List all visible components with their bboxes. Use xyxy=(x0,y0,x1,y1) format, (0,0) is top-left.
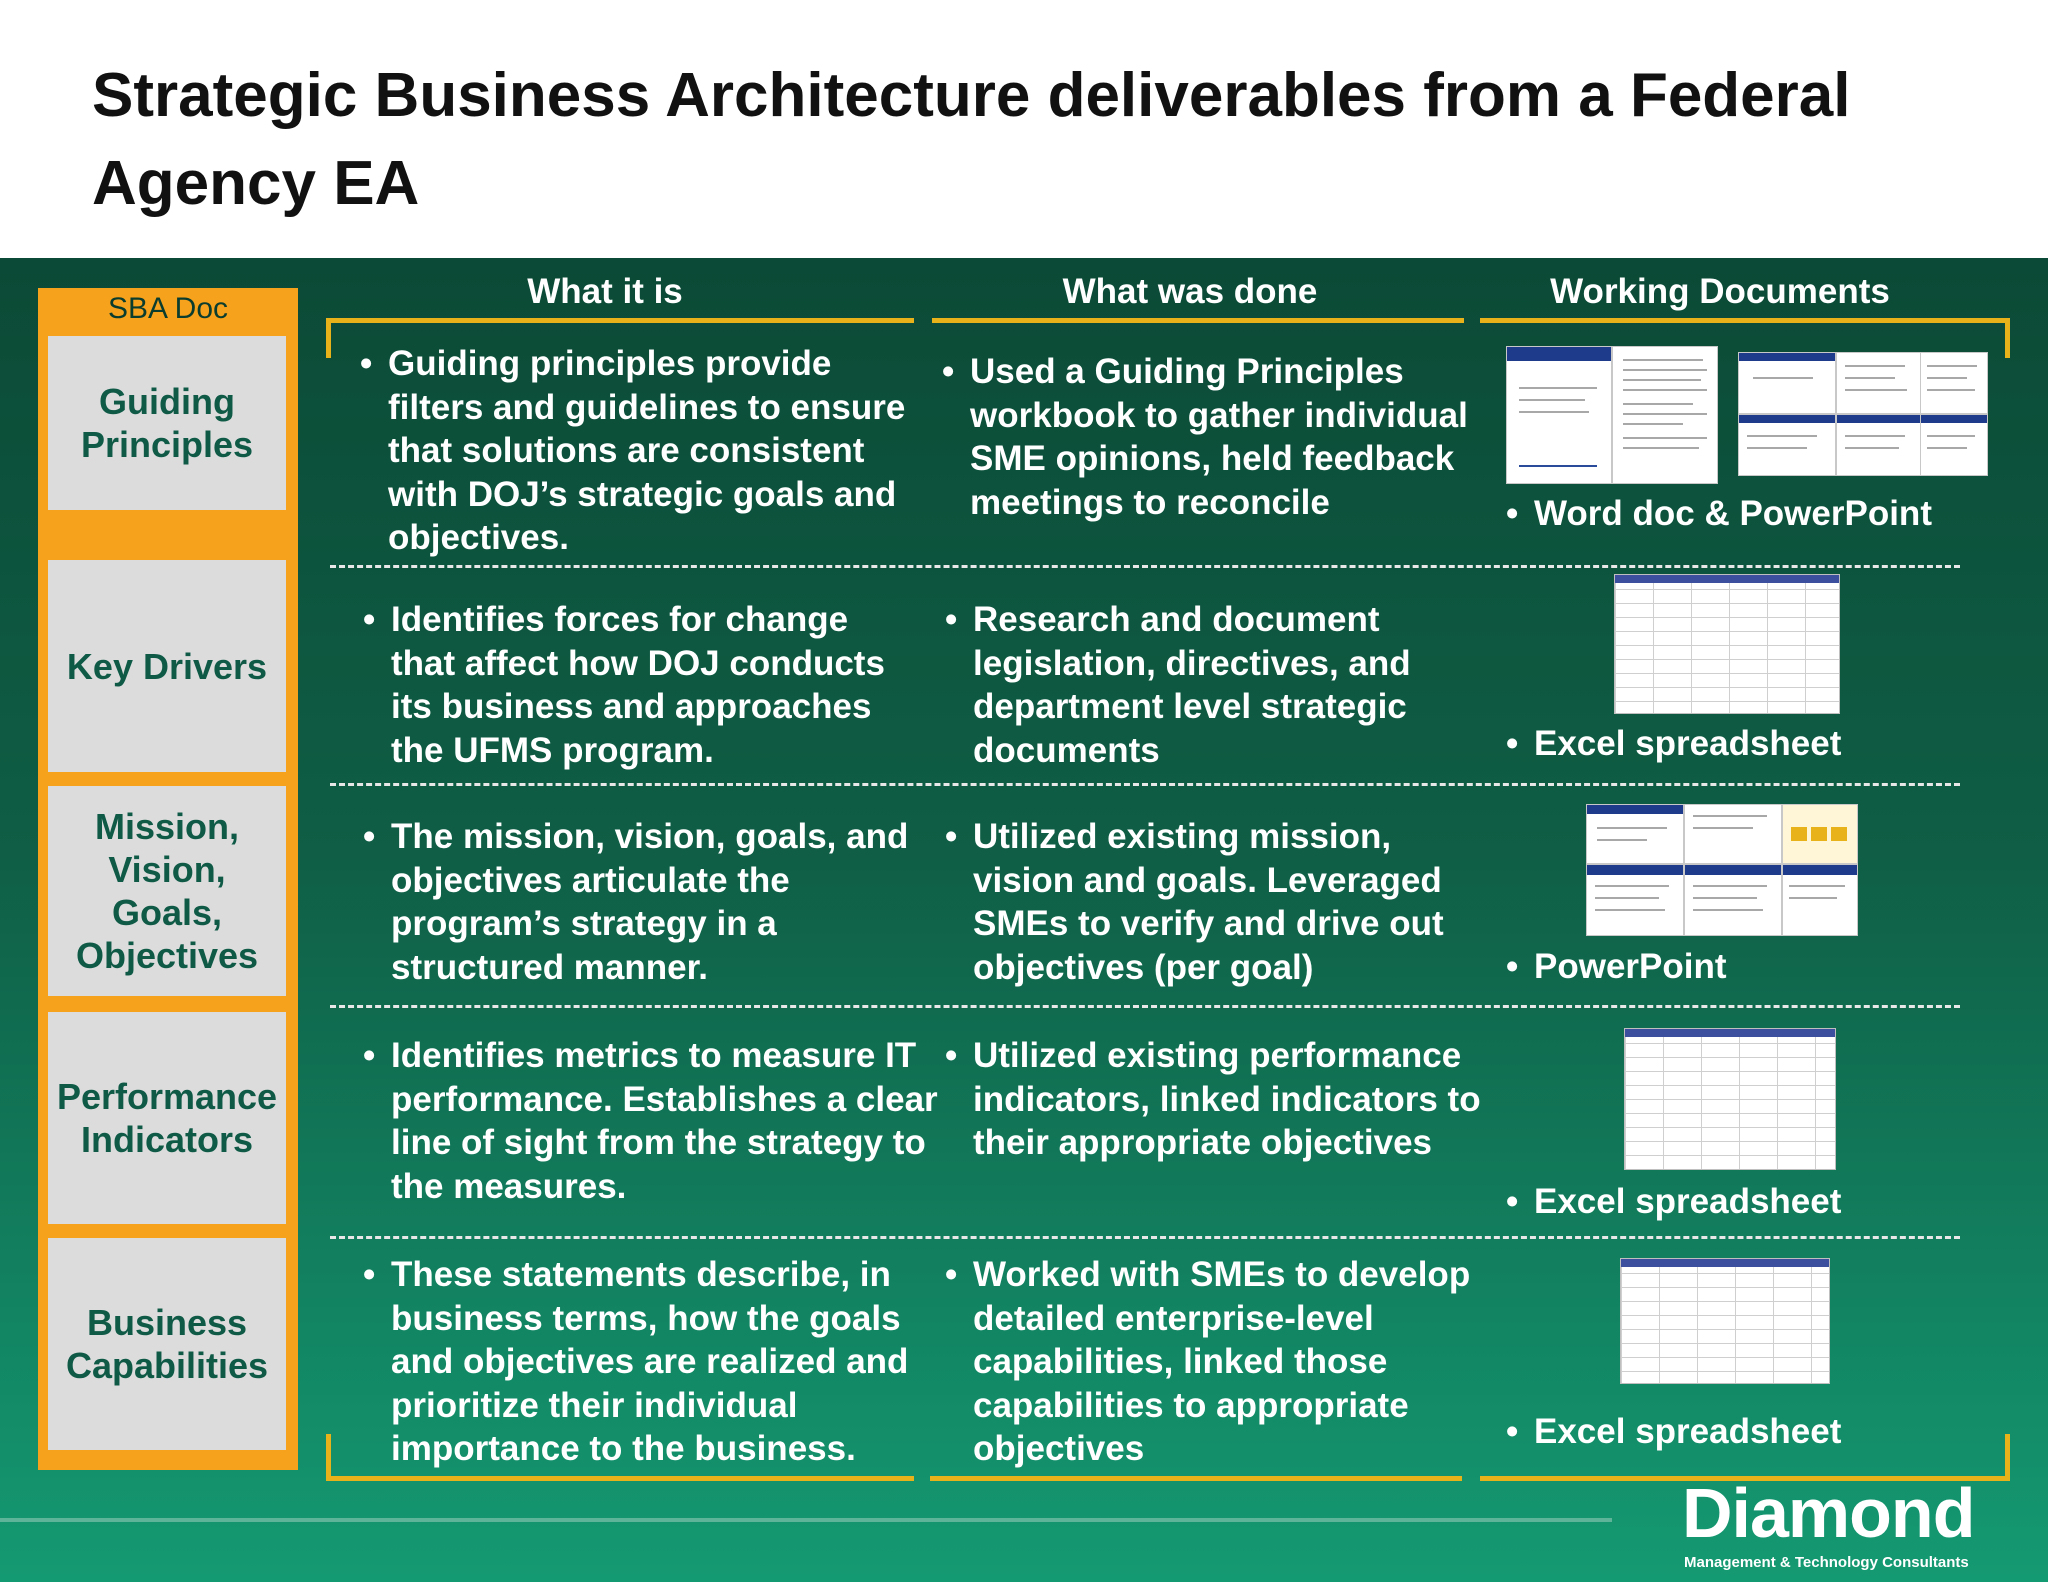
bullet: • xyxy=(360,344,373,383)
sba-item-guiding-principles: Guiding Principles xyxy=(48,336,286,510)
bullet: • xyxy=(363,817,376,856)
column-header-what-was-done: What was done xyxy=(1062,272,1318,311)
slide-thumbnail xyxy=(1738,352,1836,414)
word-doc-thumbnail xyxy=(1612,346,1718,484)
row-1-working-document: • Word doc & PowerPoint xyxy=(1506,492,2004,536)
row-5-what-was-done: • Worked with SMEs to develop detailed e… xyxy=(945,1255,1471,1468)
row-5-working-document: • Excel spreadsheet xyxy=(1506,1410,2004,1454)
slide-thumbnail xyxy=(1684,804,1782,864)
row-3-what-was-done: • Utilized existing mission, vision and … xyxy=(945,817,1444,987)
sba-item-mission-vision: Mission, Vision, Goals, Objectives xyxy=(48,786,286,996)
slide-thumbnail xyxy=(1586,804,1684,864)
slide-thumbnail xyxy=(1782,804,1858,864)
row-4-working-document: • Excel spreadsheet xyxy=(1506,1180,2004,1224)
row-divider xyxy=(330,1005,1960,1008)
row-divider xyxy=(330,1236,1960,1239)
logo-tagline: Management & Technology Consultants xyxy=(1684,1554,1969,1571)
row-2-working-document: • Excel spreadsheet xyxy=(1506,722,2004,766)
bullet: • xyxy=(363,600,376,639)
bullet: • xyxy=(1506,1412,1519,1451)
row-divider xyxy=(330,565,1960,568)
word-doc-thumbnail xyxy=(1506,346,1612,484)
excel-spreadsheet-thumbnail xyxy=(1624,1028,1836,1170)
slide-thumbnail xyxy=(1920,352,1988,414)
excel-spreadsheet-thumbnail xyxy=(1620,1258,1830,1384)
slide-thumbnail xyxy=(1782,864,1858,936)
bullet: • xyxy=(363,1255,376,1294)
row-divider xyxy=(330,783,1960,786)
sba-item-business-capabilities: Business Capabilities xyxy=(48,1238,286,1450)
bracket-bottom-what-was-done xyxy=(930,1476,1462,1481)
row-2-what-was-done: • Research and document legislation, dir… xyxy=(945,600,1411,770)
bullet: • xyxy=(363,1036,376,1075)
sba-doc-column: SBA Doc Guiding Principles Key Drivers M… xyxy=(38,288,298,1470)
bullet: • xyxy=(945,1036,958,1075)
bracket-top-what-was-done xyxy=(932,318,1464,323)
row-5-what-it-is: • These statements describe, in business… xyxy=(363,1255,909,1468)
row-3-what-it-is: • The mission, vision, goals, and object… xyxy=(363,817,909,987)
column-header-what-it-is: What it is xyxy=(527,272,683,311)
bullet: • xyxy=(1506,947,1519,986)
row-1-what-was-done: • Used a Guiding Principles workbook to … xyxy=(942,352,1468,522)
sba-item-performance-indicators: Performance Indicators xyxy=(48,1012,286,1224)
row-3-working-document: • PowerPoint xyxy=(1506,945,2004,989)
page-title: Strategic Business Architecture delivera… xyxy=(92,61,1851,218)
slide-thumbnail xyxy=(1836,352,1922,414)
sba-doc-header: SBA Doc xyxy=(107,292,229,325)
diamond-logo: Diamond xyxy=(1682,1474,1975,1552)
slide-thumbnail xyxy=(1836,414,1922,476)
bullet: • xyxy=(1506,1182,1519,1221)
slide-thumbnail xyxy=(1738,414,1836,476)
bullet: • xyxy=(1506,724,1519,763)
slide-thumbnail xyxy=(1586,864,1684,936)
footer-rule xyxy=(0,1518,1612,1522)
bullet: • xyxy=(1506,494,1519,533)
slide-thumbnail xyxy=(1684,864,1782,936)
bullet: • xyxy=(945,600,958,639)
row-4-what-was-done: • Utilized existing performance indicato… xyxy=(945,1036,1481,1162)
slide-thumbnail xyxy=(1920,414,1988,476)
bullet: • xyxy=(942,352,955,391)
row-2-what-it-is: • Identifies forces for change that affe… xyxy=(363,600,885,770)
row-1-what-it-is: • Guiding principles provide filters and… xyxy=(360,344,906,557)
column-header-working-documents: Working Documents xyxy=(1550,272,1890,311)
row-4-what-it-is: • Identifies metrics to measure IT perfo… xyxy=(363,1036,938,1206)
sba-item-key-drivers: Key Drivers xyxy=(48,560,286,772)
bullet: • xyxy=(945,817,958,856)
excel-spreadsheet-thumbnail xyxy=(1614,574,1840,714)
bullet: • xyxy=(945,1255,958,1294)
